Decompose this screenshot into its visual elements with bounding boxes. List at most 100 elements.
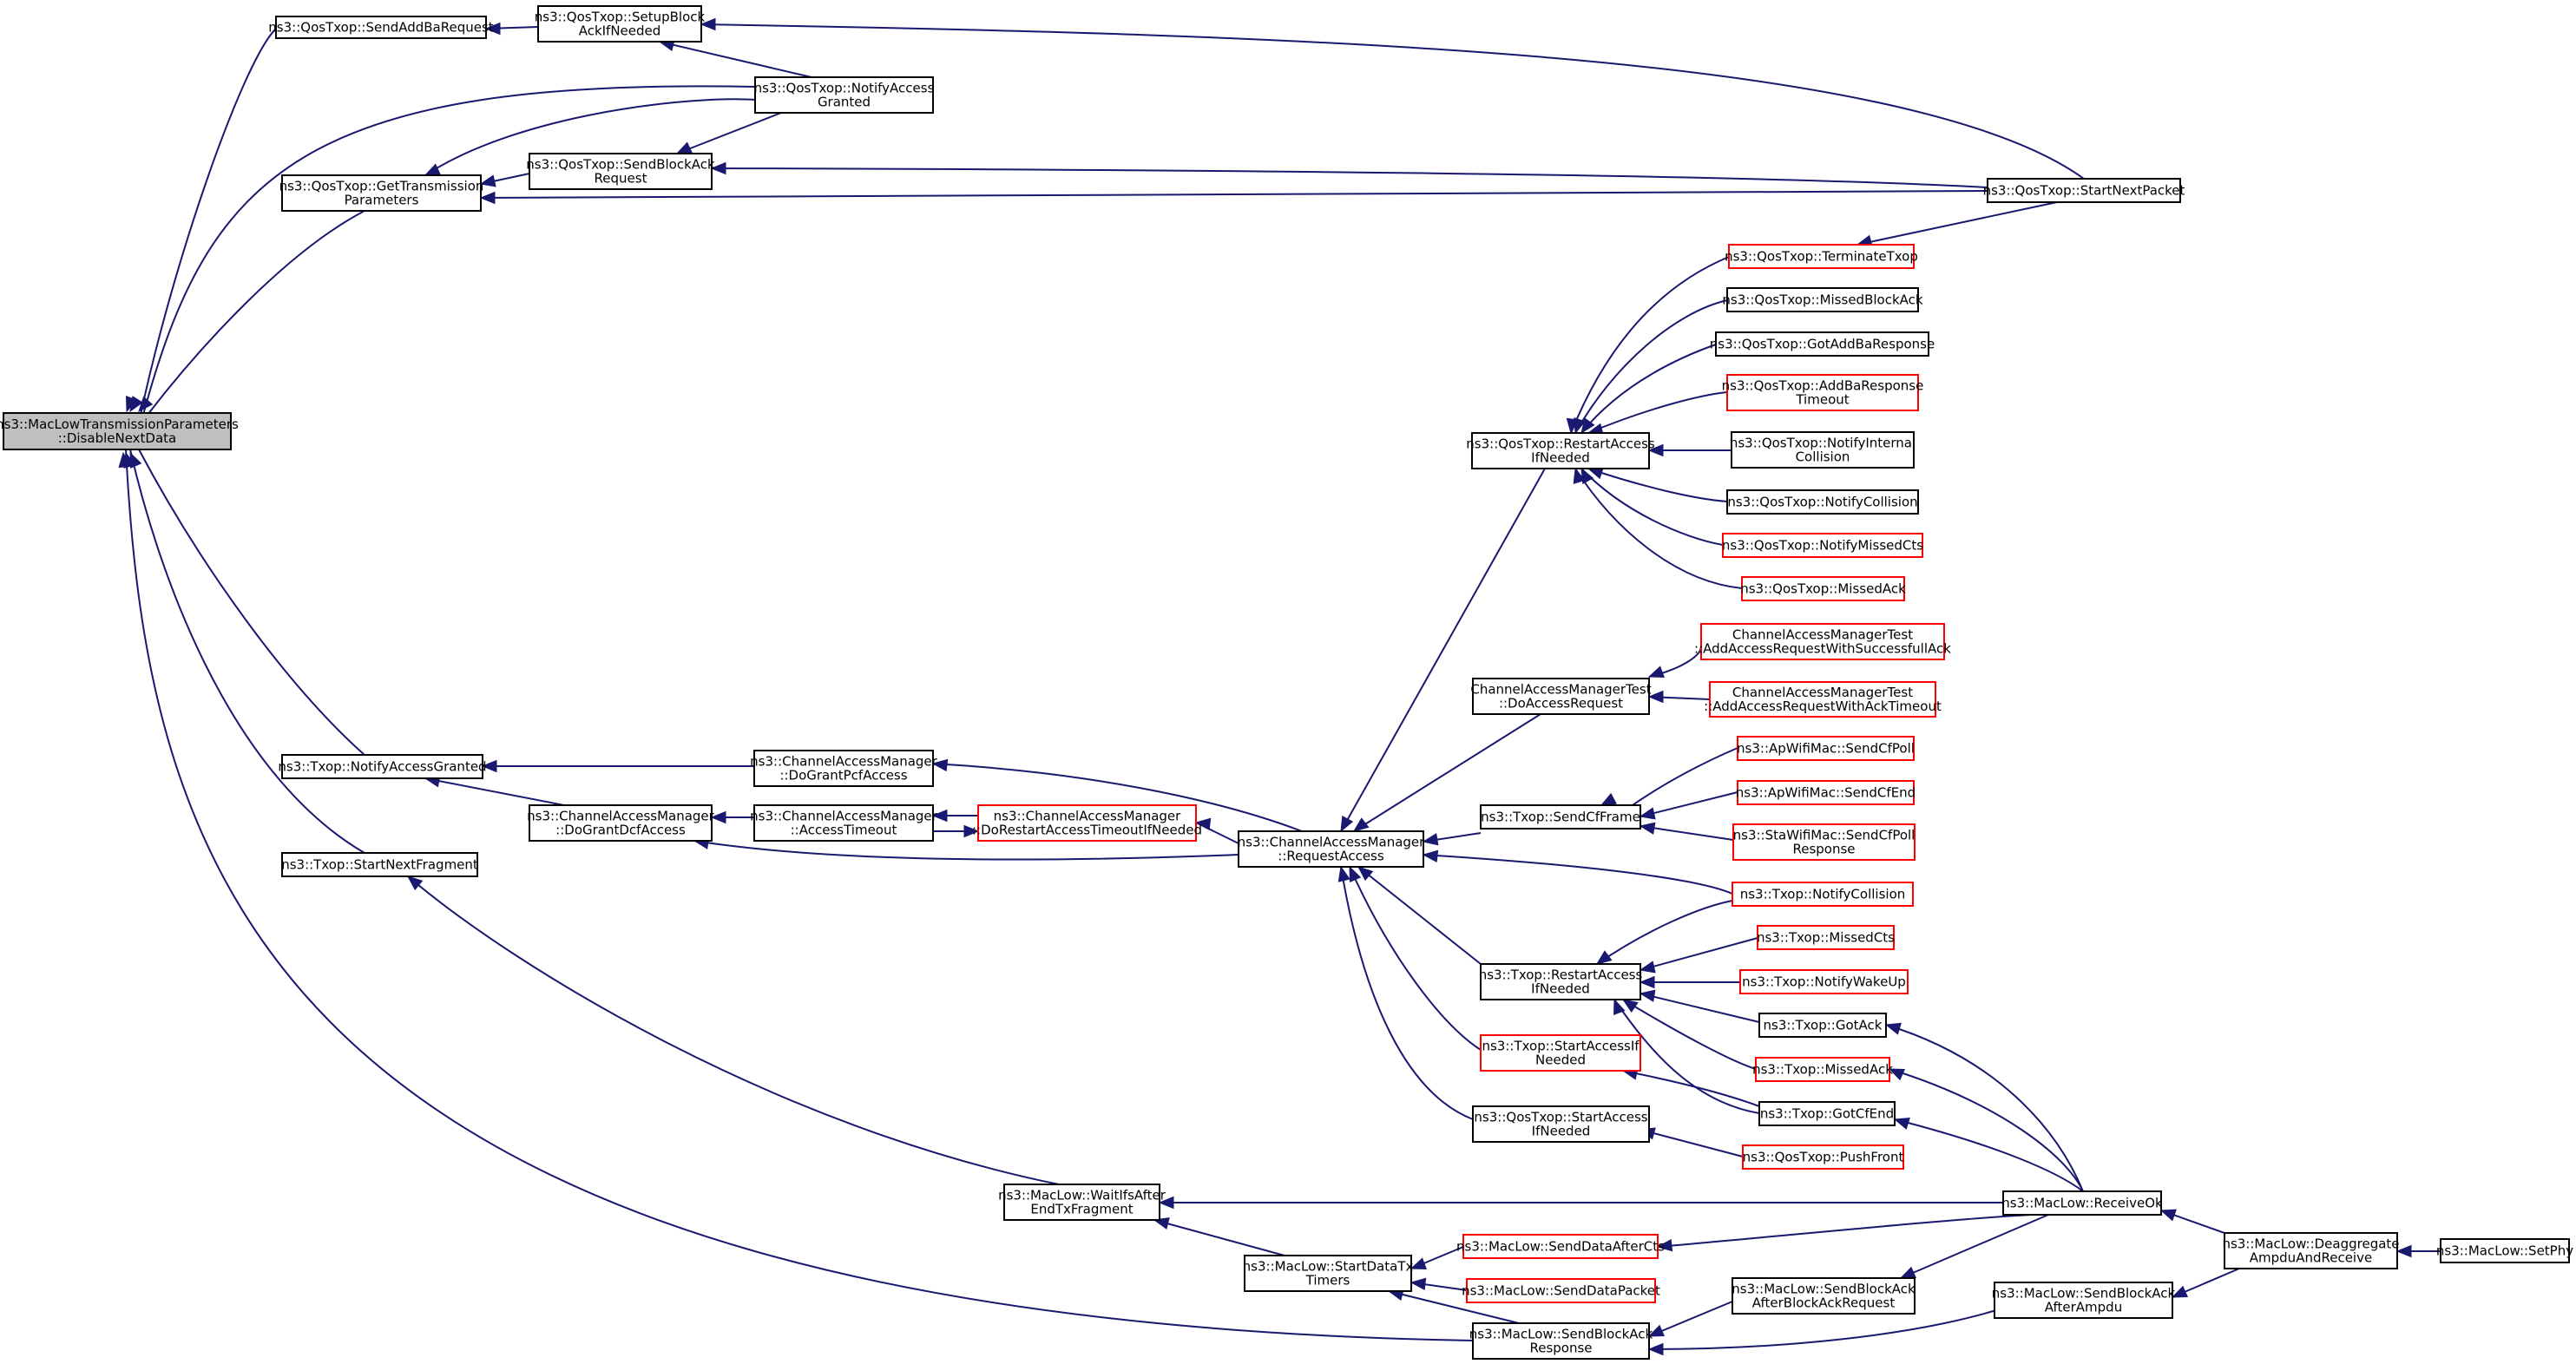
node-box: [2440, 1238, 2570, 1263]
node-tx-notifywakeup[interactable]: ns3::Txop::NotifyWakeUp: [1739, 969, 1909, 994]
node-label: ns3::MacLow::SendBlockAck: [1992, 1286, 2176, 1302]
node-ml-senddataaftercts[interactable]: ns3::MacLow::SendDataAfterCts: [1456, 1234, 1665, 1259]
edge-arrowhead: [1580, 417, 1595, 435]
node-ap-sendcfend[interactable]: ns3::ApWifiMac::SendCfEnd: [1736, 780, 1916, 805]
edge-line: [1894, 1118, 2084, 1192]
node-qt-missedblockack[interactable]: ns3::QosTxop::MissedBlockAck: [1722, 287, 1923, 312]
node-cam-requestaccess[interactable]: ns3::ChannelAccessManager::RequestAccess: [1238, 830, 1425, 868]
node-label: Needed: [1535, 1053, 1586, 1068]
node-label: ns3::QosTxop::NotifyMissedCts: [1722, 538, 1923, 554]
node-label: ::AddAccessRequestWithAckTimeout: [1704, 698, 1942, 714]
node-tx-sendcfframe[interactable]: ns3::Txop::SendCfFrame: [1480, 804, 1641, 830]
edge-line: [142, 85, 756, 416]
edge-arrowhead: [479, 191, 496, 205]
node-qt-notifycollision[interactable]: ns3::QosTxop::NotifyCollision: [1726, 489, 1919, 515]
edge-arrowhead: [2171, 1285, 2189, 1298]
call-edge: [2171, 1268, 2240, 1298]
node-box: [1471, 432, 1650, 469]
node-tx-missedcts[interactable]: ns3::Txop::MissedCts: [1757, 925, 1895, 950]
node-camt-successack[interactable]: ChannelAccessManagerTest::AddAccessReque…: [1694, 623, 1951, 660]
node-ap-sendcfpoll[interactable]: ns3::ApWifiMac::SendCfPoll: [1737, 736, 1915, 761]
edge-arrowhead: [1340, 816, 1354, 833]
node-tx-missedack[interactable]: ns3::Txop::MissedAck: [1752, 1057, 1893, 1082]
node-qt-missedack[interactable]: ns3::QosTxop::MissedAck: [1740, 576, 1906, 601]
node-cam-dograntdcf[interactable]: ns3::ChannelAccessManager::DoGrantDcfAcc…: [527, 804, 715, 842]
call-edge: [1580, 344, 1717, 435]
node-label: Response: [1792, 842, 1855, 857]
call-edge: [2159, 1209, 2225, 1234]
call-edge: [1639, 1127, 1744, 1157]
node-qt-notifymissedcts[interactable]: ns3::QosTxop::NotifyMissedCts: [1722, 533, 1923, 558]
node-qt-startnextpacket[interactable]: ns3::QosTxop::StartNextPacket: [1983, 178, 2185, 203]
edge-arrowhead: [1337, 865, 1350, 882]
node-qt-sendaddba[interactable]: ns3::QosTxop::SendAddBaRequest: [268, 16, 494, 39]
edge-line: [700, 23, 2085, 180]
edge-arrowhead: [1410, 1257, 1427, 1269]
call-edge: [1340, 468, 1546, 833]
nodes-layer: ns3::MacLowTransmissionParameters::Disab…: [0, 5, 2573, 1360]
edge-line: [140, 28, 277, 416]
node-box: [1462, 1234, 1659, 1259]
node-label: ns3::MacLow::Deaggregate: [2222, 1236, 2399, 1252]
node-qt-pushfront[interactable]: ns3::QosTxop::PushFront: [1742, 1144, 1904, 1170]
node-ml-receiveok[interactable]: ns3::MacLow::ReceiveOk: [2001, 1190, 2163, 1216]
edge-line: [407, 875, 1060, 1185]
node-tx-startnextfragment[interactable]: ns3::Txop::StartNextFragment: [281, 852, 478, 877]
node-box: [753, 750, 934, 787]
node-box: [1472, 678, 1650, 715]
node-label: ns3::ChannelAccessManager: [527, 809, 714, 824]
edge-line: [480, 190, 1988, 199]
node-camt-doaccessreq[interactable]: ChannelAccessManagerTest::DoAccessReques…: [1470, 678, 1652, 715]
node-box: [1757, 925, 1895, 950]
node-label: IfNeeded: [1531, 450, 1590, 466]
node-label: ::DoGrantDcfAccess: [555, 823, 686, 838]
node-qt-terminatetxop[interactable]: ns3::QosTxop::TerminateTxop: [1725, 244, 1918, 269]
node-label: ns3::StaWifiMac::SendCfPoll: [1733, 828, 1916, 843]
edge-line: [1613, 999, 1760, 1114]
node-ml-sendblockackafterbar[interactable]: ns3::MacLow::SendBlockAckAfterBlockAckRe…: [1732, 1277, 1916, 1315]
node-tx-gotcfend[interactable]: ns3::Txop::GotCfEnd: [1758, 1101, 1896, 1126]
node-box: [1732, 882, 1914, 907]
node-qt-gotaddbaresp[interactable]: ns3::QosTxop::GotAddBaResponse: [1710, 331, 1935, 357]
node-ml-senddatapacket[interactable]: ns3::MacLow::SendDataPacket: [1462, 1278, 1660, 1303]
node-cam-dorestart[interactable]: ns3::ChannelAccessManager::DoRestartAcce…: [972, 804, 1202, 842]
node-tx-notifycollision[interactable]: ns3::Txop::NotifyCollision: [1732, 882, 1914, 907]
node-tx-notifyaccessgranted[interactable]: ns3::Txop::NotifyAccessGranted: [278, 754, 487, 779]
node-label: ChannelAccessManagerTest: [1732, 685, 1913, 700]
edge-arrowhead: [1422, 849, 1439, 863]
edge-arrowhead: [1639, 961, 1656, 974]
node-ml-setphy[interactable]: ns3::MacLow::SetPhy: [2436, 1238, 2573, 1263]
edge-arrowhead: [710, 161, 726, 175]
edge-arrowhead: [1573, 467, 1586, 484]
node-box: [1466, 1278, 1656, 1303]
call-edge: [1337, 865, 1474, 1120]
node-label: Granted: [818, 95, 871, 110]
node-cam-accesstimeout[interactable]: ns3::ChannelAccessManager::AccessTimeout: [750, 804, 938, 842]
edge-line: [1580, 468, 1724, 546]
node-qt-notifyaccessgranted[interactable]: ns3::QosTxop::NotifyAccessGranted: [754, 76, 935, 114]
call-edge: [1613, 998, 1760, 1114]
call-edge: [1639, 791, 1738, 820]
edge-line: [1900, 1214, 2049, 1279]
node-camt-acktimeout[interactable]: ChannelAccessManagerTest::AddAccessReque…: [1704, 681, 1942, 718]
call-edge: [1647, 646, 1702, 678]
edge-arrowhead: [1422, 833, 1439, 846]
node-tx-gotack[interactable]: ns3::Txop::GotAck: [1758, 1013, 1887, 1038]
call-edge: [406, 875, 1060, 1185]
node-cam-dograntpcf[interactable]: ns3::ChannelAccessManager::DoGrantPcfAcc…: [750, 750, 938, 787]
